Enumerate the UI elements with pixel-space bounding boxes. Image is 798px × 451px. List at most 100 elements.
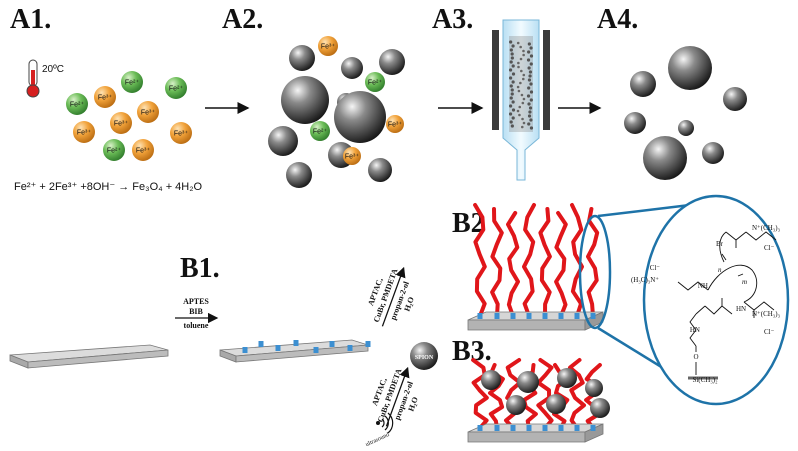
bare-substrate xyxy=(9,344,169,369)
structure-nme3-top: N⁺(CH₃)₃ xyxy=(752,224,781,232)
svg-text:Fe²⁺: Fe²⁺ xyxy=(107,148,122,155)
svg-text:Fe²⁺: Fe²⁺ xyxy=(313,129,328,136)
embedded-nanoparticle xyxy=(557,368,577,388)
structure-hn-bottom: HN xyxy=(690,326,700,334)
svg-text:Fe³⁺: Fe³⁺ xyxy=(77,130,92,137)
separated-nanoparticle xyxy=(723,87,747,111)
ion-fe3-1: Fe³⁺ xyxy=(94,86,116,108)
structure-si: Si(CH₃)₂ xyxy=(692,376,718,384)
separated-nanoparticle xyxy=(643,136,687,180)
iron-oxide-nanoparticle xyxy=(334,91,386,143)
svg-text:Fe³⁺: Fe³⁺ xyxy=(98,95,113,102)
arrow-step3 xyxy=(385,366,410,427)
structure-n: n xyxy=(718,266,722,274)
svg-text:Fe³⁺: Fe³⁺ xyxy=(321,44,336,51)
embedded-nanoparticle xyxy=(590,398,610,418)
chemical-structure xyxy=(677,231,777,380)
svg-text:Fe²⁺: Fe²⁺ xyxy=(169,86,184,93)
svg-text:Fe²⁺: Fe²⁺ xyxy=(125,80,140,87)
ion-fe3-5: Fe³⁺ xyxy=(110,112,132,134)
structure-cl-top: Cl⁻ xyxy=(764,244,775,252)
polymer-brush-chains xyxy=(473,203,600,318)
embedded-nanoparticle xyxy=(481,370,501,390)
iron-oxide-nanoparticle xyxy=(286,162,312,188)
embedded-nanoparticle xyxy=(546,394,566,414)
magnetic-separation-tube xyxy=(492,19,550,181)
ion-fe3-a2-1: Fe³⁺ xyxy=(386,115,404,133)
structure-nme3-right: N⁺(CH₃)₃ xyxy=(752,310,781,318)
ion-fe3-a2-0: Fe³⁺ xyxy=(318,36,338,56)
ion-fe3-6: Fe³⁺ xyxy=(73,121,95,143)
initiator-substrate xyxy=(219,339,371,363)
structure-m: m xyxy=(742,278,747,286)
step1-reagent-2: BIB xyxy=(189,307,203,316)
step3-arrow-group: APTAC, CuBr, PMDETA propan-2-ol H₂O xyxy=(370,366,420,427)
panel-label-a3: A3. xyxy=(432,4,473,35)
ultrasound-icon xyxy=(376,412,394,434)
brush-anchors xyxy=(477,313,596,319)
panel-label-a4: A4. xyxy=(597,4,638,35)
zoom-line-top xyxy=(597,203,691,218)
temperature-label: 20ºC xyxy=(42,64,64,75)
svg-text:Fe³⁺: Fe³⁺ xyxy=(174,131,189,138)
svg-text:Fe²⁺: Fe²⁺ xyxy=(70,102,85,109)
structure-o: O xyxy=(693,353,698,361)
step2-arrow-group: APTAC, CuBr, PMDETA propan-2-ol H₂O xyxy=(366,266,416,327)
ion-fe2-0: Fe²⁺ xyxy=(121,71,143,93)
panel-label-a1: A1. xyxy=(10,4,51,35)
separated-nanoparticle xyxy=(678,120,694,136)
ion-fe2-7: Fe²⁺ xyxy=(103,139,125,161)
iron-oxide-nanoparticle xyxy=(268,126,298,156)
embedded-nanoparticles xyxy=(481,368,610,418)
svg-text:Fe³⁺: Fe³⁺ xyxy=(114,121,129,128)
ion-fe2-a2-1: Fe²⁺ xyxy=(310,121,330,141)
ultrasound-label: ultrasound xyxy=(365,432,391,448)
arrow-step2 xyxy=(381,266,406,327)
embedded-nanoparticle xyxy=(517,371,539,393)
structure-br: Br xyxy=(716,240,724,248)
panel-label-b3: B3. xyxy=(452,336,492,367)
step1-reagent-1: APTES xyxy=(183,297,209,306)
spion-sphere xyxy=(410,342,438,370)
ion-fe2-3: Fe²⁺ xyxy=(66,93,88,115)
step1-solvent: toluene xyxy=(184,321,209,330)
magnetic-particles xyxy=(508,40,534,130)
ion-fe3-9: Fe³⁺ xyxy=(170,122,192,144)
initiator-anchors xyxy=(242,340,371,353)
structure-hn-right: HN xyxy=(736,305,746,313)
ion-fe3-8: Fe³⁺ xyxy=(132,139,154,161)
zoom-ellipse xyxy=(578,214,612,330)
panel-label-b1: B1. xyxy=(180,253,220,284)
separated-nanoparticle xyxy=(702,142,724,164)
zoom-circle xyxy=(642,194,790,406)
svg-text:Fe³⁺: Fe³⁺ xyxy=(345,154,360,161)
ion-fe2-2: Fe²⁺ xyxy=(165,77,187,99)
panel-label-a2: A2. xyxy=(222,4,263,35)
hybrid-surface xyxy=(467,358,610,443)
thermometer-icon xyxy=(26,59,40,98)
structure-cl-right: Cl⁻ xyxy=(764,328,775,336)
structure-nh: NH xyxy=(698,282,708,290)
separated-nanoparticle xyxy=(668,46,712,90)
ion-cluster: Fe²⁺ Fe³⁺ Fe²⁺ Fe²⁺ Fe³⁺ Fe³⁺ Fe³⁺ Fe²⁺ Fe³⁺ Fe³⁺ xyxy=(66,71,192,161)
svg-text:Fe²⁺: Fe²⁺ xyxy=(368,80,383,87)
reaction-equation: Fe²⁺ + 2Fe³⁺ +8OH⁻ → Fe₃O₄ + 4H₂O xyxy=(14,181,203,193)
iron-oxide-nanoparticle xyxy=(341,57,363,79)
ion-fe3-a2-2: Fe³⁺ xyxy=(343,147,361,165)
ion-fe2-a2-0: Fe²⁺ xyxy=(365,72,385,92)
brush-surface xyxy=(467,203,604,331)
iron-oxide-nanoparticle xyxy=(379,49,405,75)
separated-nanoparticles xyxy=(624,46,747,180)
svg-text:Fe³⁺: Fe³⁺ xyxy=(136,148,151,155)
structure-cl-left: Cl⁻ xyxy=(650,264,661,272)
spion-label: SPION xyxy=(415,355,434,361)
embedded-nanoparticle xyxy=(506,395,526,415)
iron-oxide-nanoparticle xyxy=(281,76,329,124)
ion-fe3-4: Fe³⁺ xyxy=(137,101,159,123)
svg-text:Fe³⁺: Fe³⁺ xyxy=(141,110,156,117)
hybrid-anchors xyxy=(477,425,596,431)
iron-oxide-nanoparticle xyxy=(289,45,315,71)
iron-oxide-nanoparticle xyxy=(368,158,392,182)
